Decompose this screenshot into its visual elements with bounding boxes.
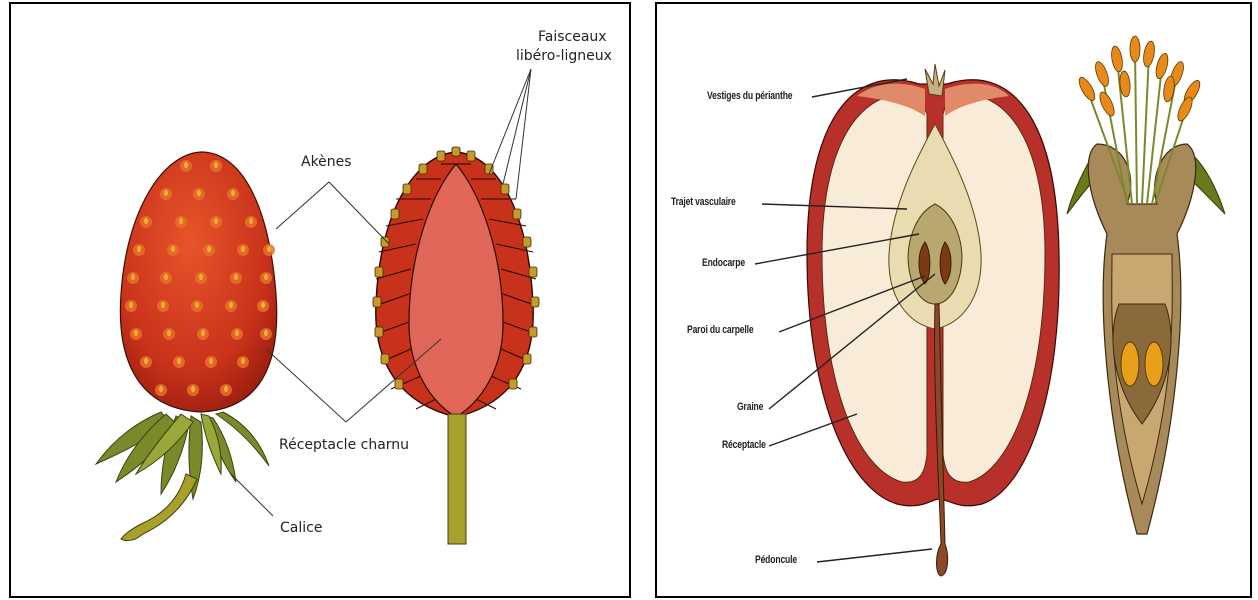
achene <box>220 384 232 396</box>
anther <box>1142 40 1156 67</box>
section-achene <box>485 164 493 174</box>
label-paroi-carpelle: Paroi du carpelle <box>687 324 753 336</box>
section-achene <box>381 354 389 364</box>
section-achene <box>373 297 381 307</box>
section-achene <box>523 237 531 247</box>
achene <box>191 300 203 312</box>
label-libero-ligneux: libéro-ligneux <box>516 48 612 64</box>
section-achene <box>513 209 521 219</box>
achene <box>160 188 172 200</box>
label-endocarpe: Endocarpe <box>702 257 745 269</box>
achene <box>175 216 187 228</box>
achene <box>180 160 192 172</box>
achene <box>193 188 205 200</box>
achene <box>245 216 257 228</box>
achene <box>187 384 199 396</box>
strawberry-illustration <box>11 4 633 600</box>
achene <box>155 384 167 396</box>
achene <box>163 328 175 340</box>
section-achene <box>509 379 517 389</box>
section-achene <box>381 237 389 247</box>
achene <box>237 356 249 368</box>
section-achene <box>419 164 427 174</box>
achene <box>197 328 209 340</box>
achene <box>195 272 207 284</box>
label-vestiges-perianthe: Vestiges du périanthe <box>707 90 792 102</box>
section-achene <box>501 184 509 194</box>
label-receptacle: Réceptacle <box>722 439 766 451</box>
anther <box>1093 60 1111 88</box>
anther <box>1110 45 1124 72</box>
section-achene <box>391 209 399 219</box>
achene <box>140 356 152 368</box>
strawberry-stem <box>121 474 197 541</box>
achene <box>225 300 237 312</box>
achene <box>130 328 142 340</box>
label-calice: Calice <box>280 520 322 536</box>
achene <box>260 328 272 340</box>
achene <box>263 244 275 256</box>
anther <box>1097 90 1117 118</box>
section-achene <box>375 327 383 337</box>
achene <box>125 300 137 312</box>
achene <box>173 356 185 368</box>
section-achene <box>531 297 539 307</box>
section-achene <box>529 267 537 277</box>
label-pedoncule: Pédoncule <box>755 554 797 566</box>
section-achene <box>452 147 460 156</box>
strawberry-panel: Faisceaux libéro-ligneux Akènes Réceptac… <box>9 2 631 598</box>
achene <box>140 216 152 228</box>
achene <box>260 272 272 284</box>
anther <box>1076 75 1098 103</box>
apple-panel: Vestiges du périanthe Trajet vasculaire … <box>655 2 1252 598</box>
section-achene <box>375 267 383 277</box>
achene <box>230 272 242 284</box>
label-akenes: Akènes <box>301 154 352 170</box>
anther <box>1130 36 1140 62</box>
anther <box>1162 75 1176 102</box>
anther <box>1154 52 1170 80</box>
achene <box>203 244 215 256</box>
section-achene <box>529 327 537 337</box>
achene <box>133 244 145 256</box>
achene <box>205 356 217 368</box>
section-achene <box>395 379 403 389</box>
section-achene <box>437 151 445 161</box>
achene <box>210 216 222 228</box>
achene <box>157 300 169 312</box>
achene <box>160 272 172 284</box>
achene <box>210 160 222 172</box>
achene <box>257 300 269 312</box>
label-faisceaux: Faisceaux <box>538 29 607 45</box>
achene <box>167 244 179 256</box>
section-stem <box>448 414 466 544</box>
label-trajet-vasculaire: Trajet vasculaire <box>671 196 736 208</box>
achene <box>227 188 239 200</box>
achene <box>231 328 243 340</box>
section-achene <box>403 184 411 194</box>
flower-section <box>1067 49 1225 534</box>
section-achene <box>523 354 531 364</box>
section-achene <box>467 151 475 161</box>
achene <box>127 272 139 284</box>
achene <box>237 244 249 256</box>
label-receptacle-charnu: Réceptacle charnu <box>279 437 409 453</box>
label-graine: Graine <box>737 401 763 413</box>
